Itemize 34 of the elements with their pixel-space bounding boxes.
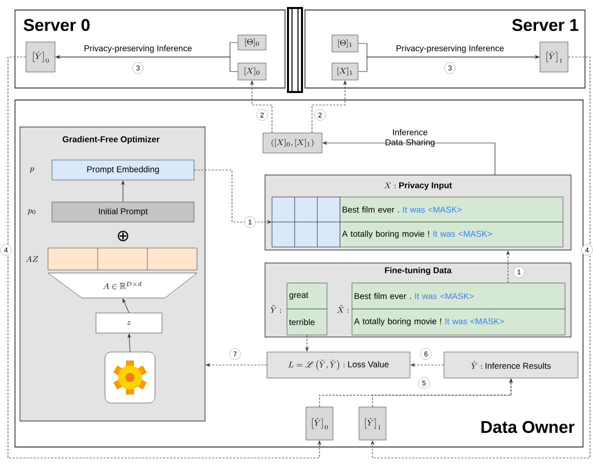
results-box: $\hat{Y}:$ Inference Results bbox=[444, 352, 578, 378]
share-box: $[X]_0$ bbox=[238, 62, 266, 80]
text-row: Best film ever . It was <MASK> bbox=[340, 196, 564, 222]
side-label: $\tilde{Y}:$ bbox=[270, 305, 282, 313]
side-label: $AZ$ bbox=[26, 256, 38, 262]
edge-label: Inference Data Sharing bbox=[386, 129, 434, 147]
vector-box: $z$ bbox=[96, 312, 162, 334]
label-cell: great bbox=[286, 282, 328, 310]
side-label: $\tilde{X}:$ bbox=[337, 305, 348, 313]
share-box: $\left[\hat{Y}\right]_0$ bbox=[306, 406, 334, 440]
plus-symbol: ⊕ bbox=[118, 230, 128, 242]
label-cell: terrible bbox=[286, 308, 328, 336]
projection-trapezoid: $A \in \mathbb{R}^{D \times d}$ bbox=[48, 272, 198, 298]
text-row: Best film ever . It was <MASK> bbox=[352, 282, 566, 310]
side-label: $p$ bbox=[30, 167, 34, 172]
loss-box: $L=\mathscr{L}\left(\tilde{Y},\hat{Y}\right):$ Loss Value bbox=[266, 352, 410, 378]
prompt-box: Initial Prompt bbox=[52, 202, 194, 222]
share-box: $\left[\hat{Y}\right]_0$ bbox=[26, 42, 56, 72]
embedding-box: Prompt Embedding bbox=[52, 160, 194, 180]
edge-label: Privacy-preserving Inference bbox=[84, 45, 192, 53]
side-label: $p_0$ bbox=[28, 209, 36, 214]
share-box: $[\Theta]_0$ bbox=[238, 34, 266, 50]
share-box: $[\Theta]_1$ bbox=[332, 34, 358, 52]
edge-label: Privacy-preserving Inference bbox=[396, 45, 504, 53]
gear-icon bbox=[104, 352, 156, 404]
text-row: A totally boring movie ! It was <MASK> bbox=[352, 308, 566, 336]
text-row: A totally boring movie ! It was <MASK> bbox=[340, 222, 564, 248]
share-box: $\left[\hat{Y}\right]_1$ bbox=[358, 406, 386, 440]
share-box: $([X]_0,[X]_1)$ bbox=[262, 132, 322, 154]
embedding-grid bbox=[272, 196, 340, 248]
share-box: $\left[\hat{Y}\right]_1$ bbox=[540, 42, 568, 72]
vector-bar bbox=[48, 248, 198, 270]
arrow bbox=[370, 56, 590, 458]
share-box: $[X]_1$ bbox=[332, 62, 358, 80]
